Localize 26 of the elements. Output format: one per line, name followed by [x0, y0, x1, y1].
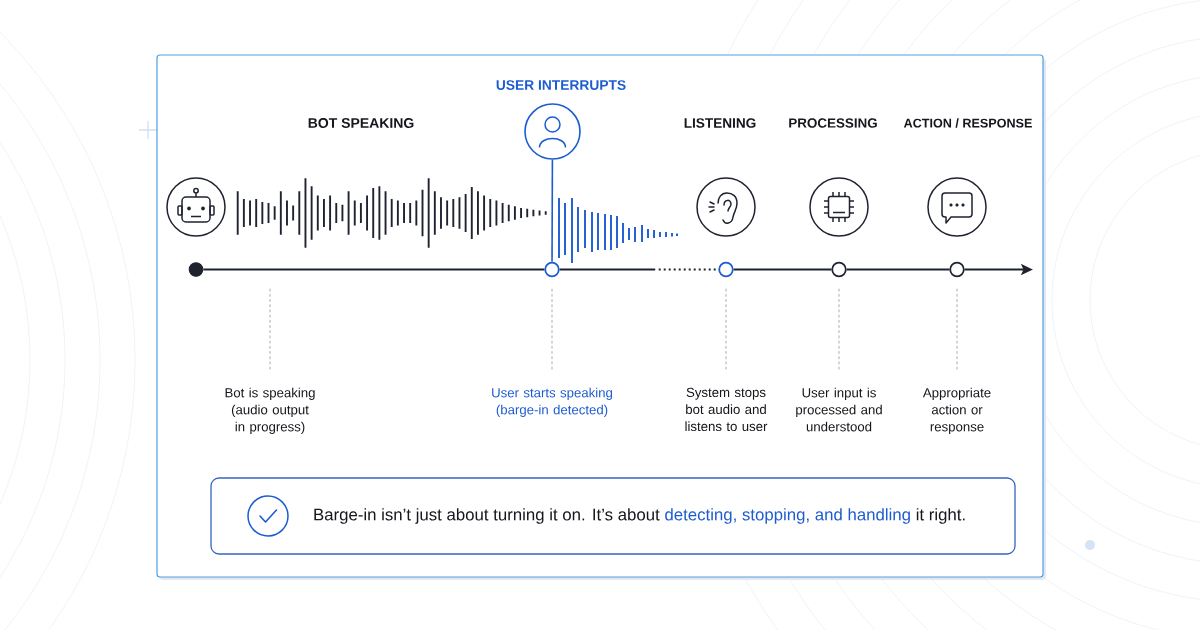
step-caption: Appropriate action or response	[922, 387, 991, 434]
step-caption: User starts speaking (barge-in detected)	[492, 387, 613, 417]
connector-line	[551, 159, 554, 263]
timeline-dot	[949, 261, 965, 278]
heading: LISTENING	[684, 118, 756, 128]
timeline-dot	[831, 261, 847, 278]
timeline-dot	[544, 261, 560, 278]
leader-line	[956, 287, 958, 370]
timeline-line	[202, 268, 546, 271]
leader-line	[838, 287, 840, 370]
callout-box: Barge-in isn’t just about turning it on. It’s about detecting, stopping, and handling it right.	[210, 477, 1016, 555]
heading: USER INTERRUPTS	[496, 80, 626, 90]
timeline-dot	[188, 262, 204, 277]
leader-line	[725, 287, 727, 370]
step-caption: User input is processed and understood	[796, 387, 882, 432]
step-caption: Bot is speaking (audio output in progress)	[225, 387, 315, 434]
leader-line	[551, 287, 553, 370]
timeline-line	[732, 268, 833, 271]
timeline-line	[845, 268, 951, 271]
heading: ACTION / RESPONSE	[903, 118, 1032, 128]
heading: BOT SPEAKING	[308, 118, 414, 128]
user-circle	[524, 103, 581, 160]
timeline-dot	[718, 261, 734, 278]
heading: PROCESSING	[789, 118, 877, 128]
leader-line	[269, 286, 271, 370]
step-caption: System stops bot audio and listens to user	[685, 387, 768, 432]
